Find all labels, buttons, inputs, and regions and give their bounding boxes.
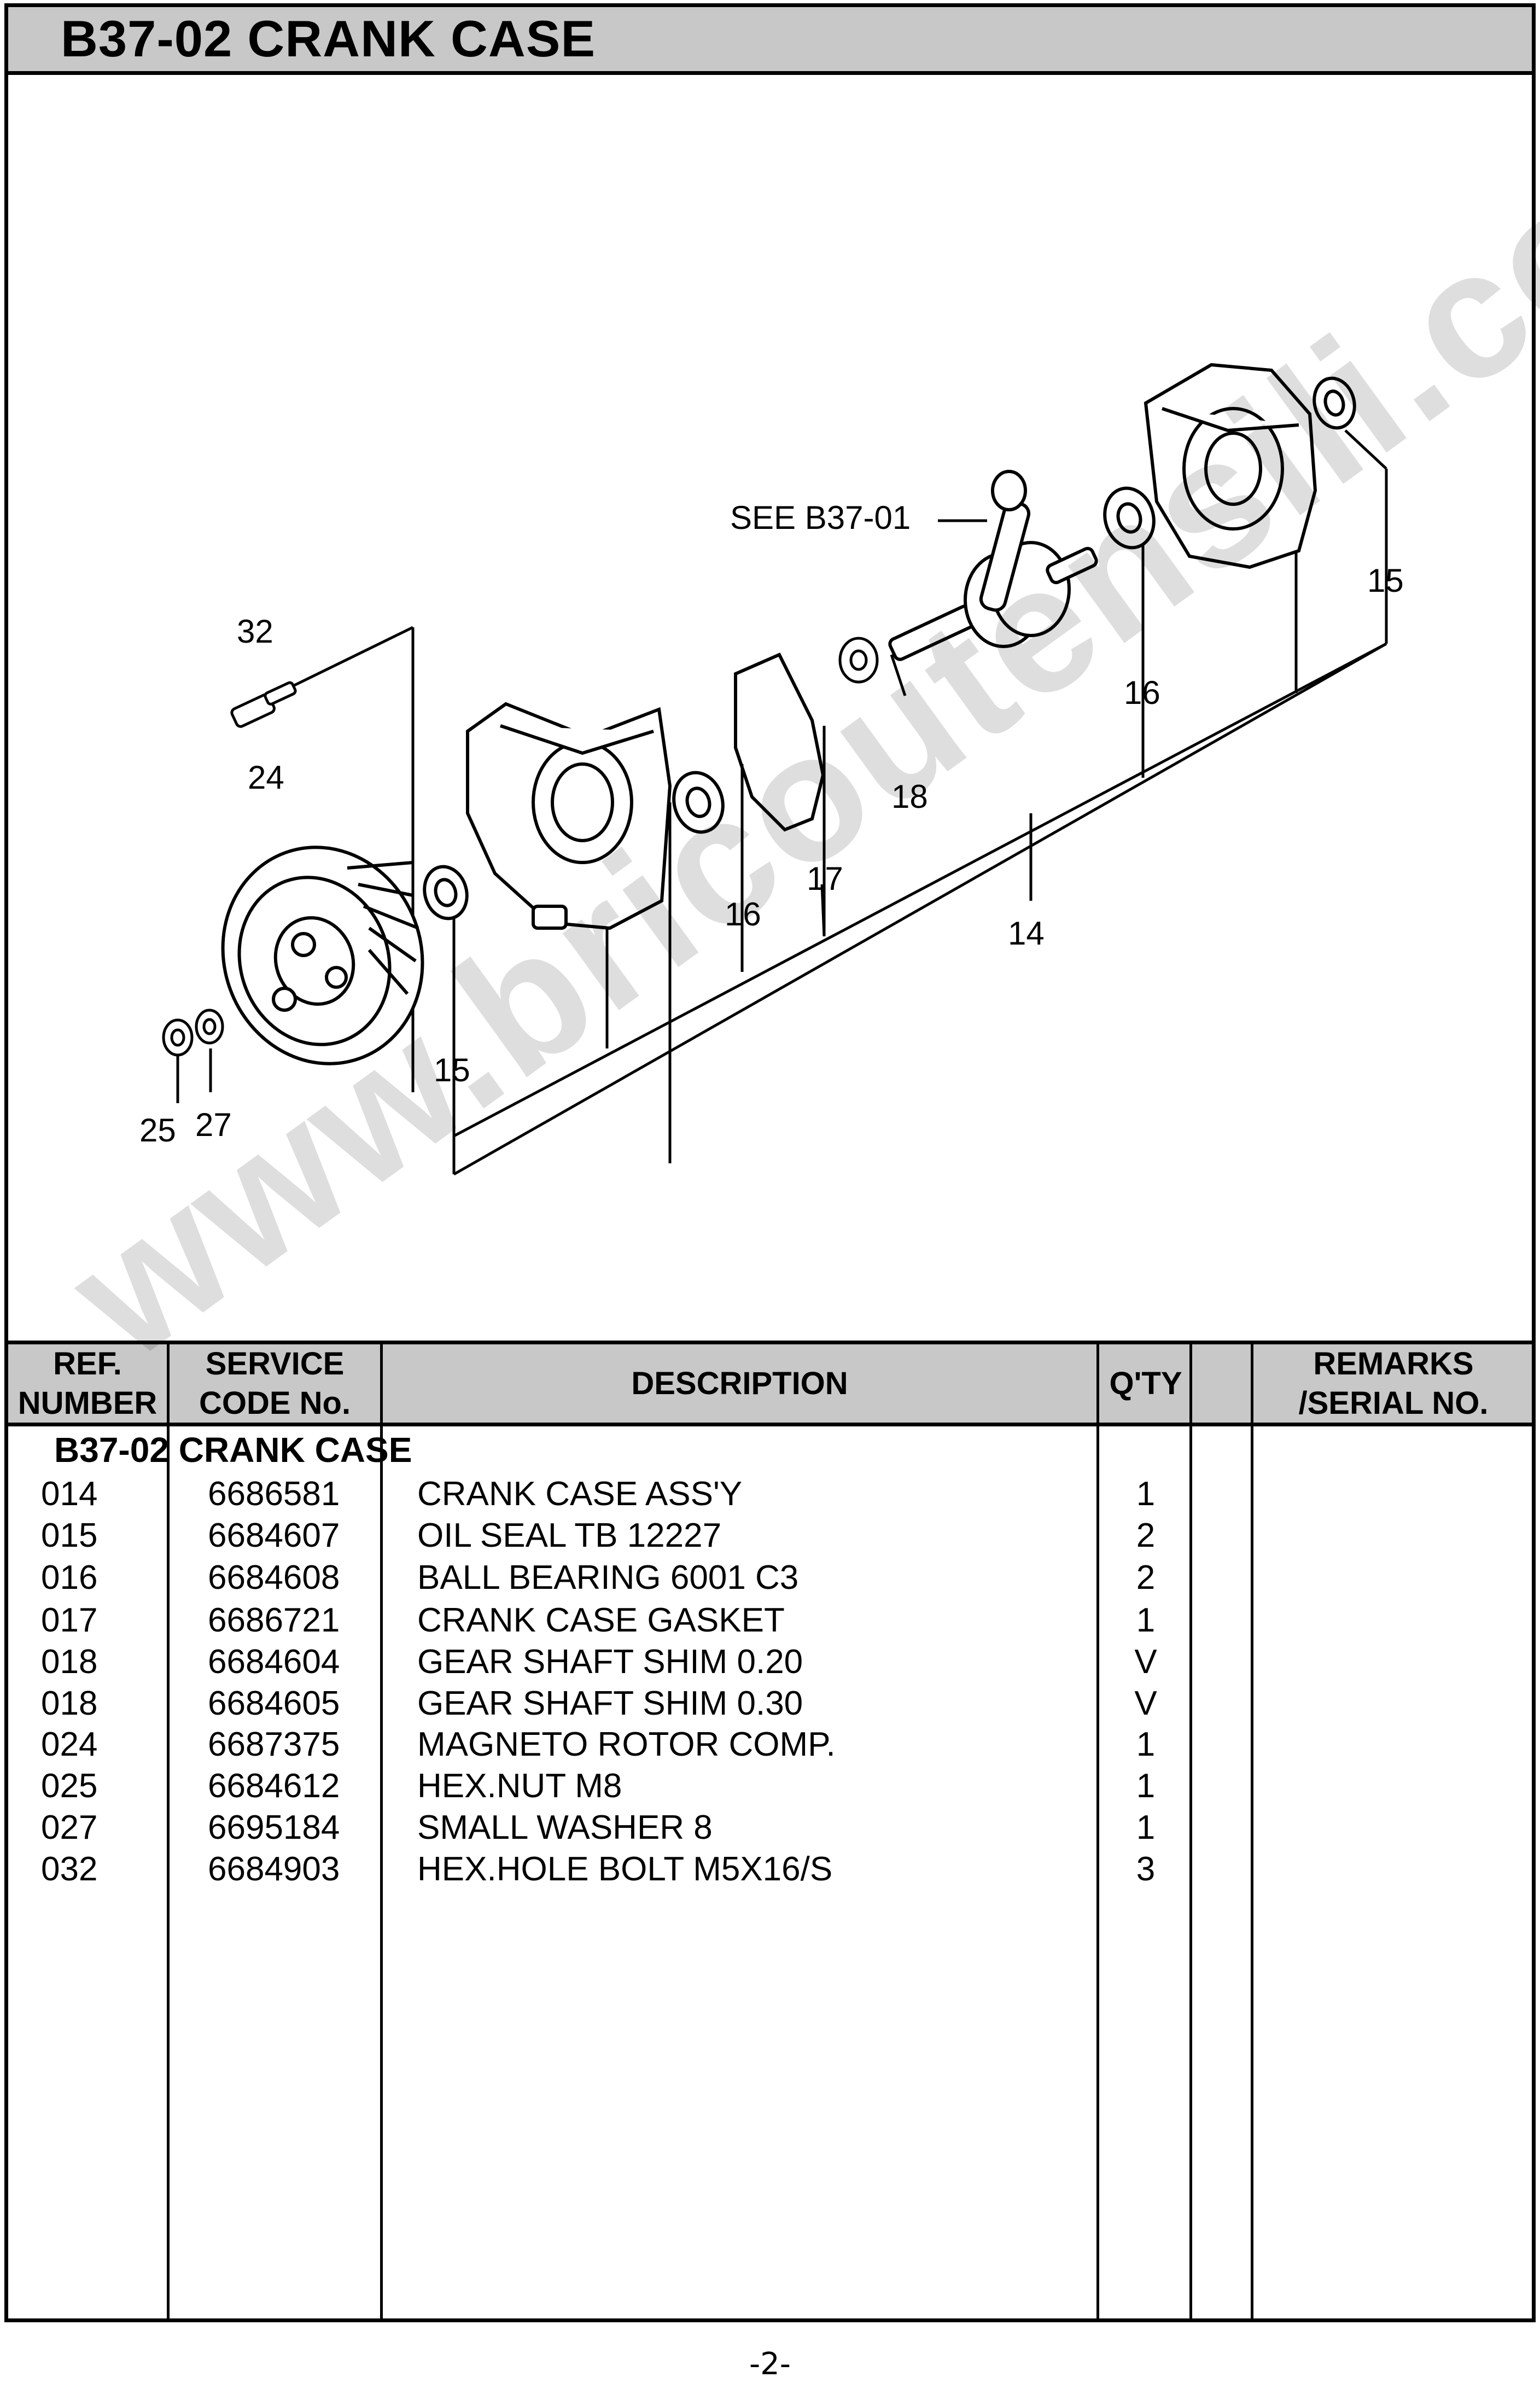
row-code: 6684903 <box>208 1850 340 1888</box>
row-description: SMALL WASHER 8 <box>417 1809 713 1846</box>
row-ref: 016 <box>41 1559 98 1596</box>
row-qty: 3 <box>1136 1850 1156 1888</box>
row-description: CRANK CASE GASKET <box>417 1601 785 1639</box>
callout-24: 24 <box>248 759 284 796</box>
row-qty: 1 <box>1136 1601 1156 1639</box>
row-ref: 018 <box>41 1643 98 1681</box>
row-code: 6684612 <box>208 1767 340 1805</box>
header-remarks: REMARKS /SERIAL NO. <box>1298 1345 1489 1421</box>
row-description: OIL SEAL TB 12227 <box>417 1517 722 1554</box>
row-qty: V <box>1134 1643 1157 1681</box>
column-divider <box>1096 1341 1099 2322</box>
row-code: 6684604 <box>208 1643 340 1681</box>
row-description: BALL BEARING 6001 C3 <box>417 1559 799 1596</box>
column-divider <box>167 1341 170 2322</box>
page-number: -2- <box>749 2346 791 2382</box>
row-code: 6687375 <box>208 1726 340 1763</box>
row-qty: 1 <box>1136 1475 1156 1513</box>
row-code: 6686721 <box>208 1601 340 1639</box>
row-code: 6684608 <box>208 1559 340 1596</box>
row-code: 6686581 <box>208 1475 340 1513</box>
row-ref: 025 <box>41 1767 98 1805</box>
title-bar: B37-02 CRANK CASE <box>8 7 1532 75</box>
row-description: GEAR SHAFT SHIM 0.20 <box>417 1643 803 1681</box>
page-title: B37-02 CRANK CASE <box>61 10 596 67</box>
callout-25: 25 <box>139 1112 176 1149</box>
row-ref: 015 <box>41 1517 98 1554</box>
callout-17: 17 <box>807 860 843 897</box>
parts-table: REF. NUMBER SERVICE CODE No. DESCRIPTION… <box>8 1341 1532 2322</box>
diagram-svg: 32 24 25 27 15 16 17 14 18 16 15 SEE B37… <box>139 363 1404 1176</box>
row-ref: 018 <box>41 1685 98 1722</box>
page-frame: B37-02 CRANK CASE <box>4 3 1536 2322</box>
row-code: 6684605 <box>208 1685 340 1722</box>
callout-15-left: 15 <box>434 1052 470 1088</box>
column-divider <box>1251 1341 1253 2322</box>
header-qty: Q'TY <box>1109 1365 1182 1401</box>
column-divider <box>1189 1341 1192 2322</box>
row-qty: 1 <box>1136 1767 1156 1805</box>
callout-16-right: 16 <box>1124 674 1160 711</box>
row-description: MAGNETO ROTOR COMP. <box>417 1726 836 1763</box>
row-description: CRANK CASE ASS'Y <box>417 1475 743 1513</box>
header-code: SERVICE CODE No. <box>199 1345 351 1421</box>
row-code: 6695184 <box>208 1809 340 1846</box>
header-description: DESCRIPTION <box>631 1365 848 1401</box>
callout-15-right: 15 <box>1367 562 1404 599</box>
row-qty: V <box>1134 1685 1157 1722</box>
callout-27: 27 <box>195 1106 232 1143</box>
row-code: 6684607 <box>208 1517 340 1554</box>
row-ref: 027 <box>41 1809 98 1846</box>
exploded-parts-diagram: 32 24 25 27 15 16 17 14 18 16 15 SEE B37… <box>8 75 1532 1343</box>
row-ref: 032 <box>41 1850 98 1888</box>
row-ref: 024 <box>41 1726 98 1763</box>
row-ref: 014 <box>41 1475 98 1513</box>
callout-14: 14 <box>1008 915 1045 952</box>
row-qty: 2 <box>1136 1559 1156 1596</box>
header-ref: REF. NUMBER <box>18 1345 158 1421</box>
column-divider <box>380 1341 383 2322</box>
row-ref: 017 <box>41 1601 98 1639</box>
section-title: B37-02 CRANK CASE <box>54 1430 412 1470</box>
row-description: HEX.NUT M8 <box>417 1767 622 1805</box>
row-qty: 1 <box>1136 1809 1156 1846</box>
row-description: GEAR SHAFT SHIM 0.30 <box>417 1685 803 1722</box>
callout-16-left: 16 <box>725 896 761 933</box>
callout-18: 18 <box>891 778 928 815</box>
see-reference-label: SEE B37-01 <box>730 499 911 536</box>
row-description: HEX.HOLE BOLT M5X16/S <box>417 1850 833 1888</box>
row-qty: 1 <box>1136 1726 1156 1763</box>
callout-32: 32 <box>237 613 273 650</box>
row-qty: 2 <box>1136 1517 1156 1554</box>
table-header: REF. NUMBER SERVICE CODE No. DESCRIPTION… <box>8 1341 1532 1426</box>
